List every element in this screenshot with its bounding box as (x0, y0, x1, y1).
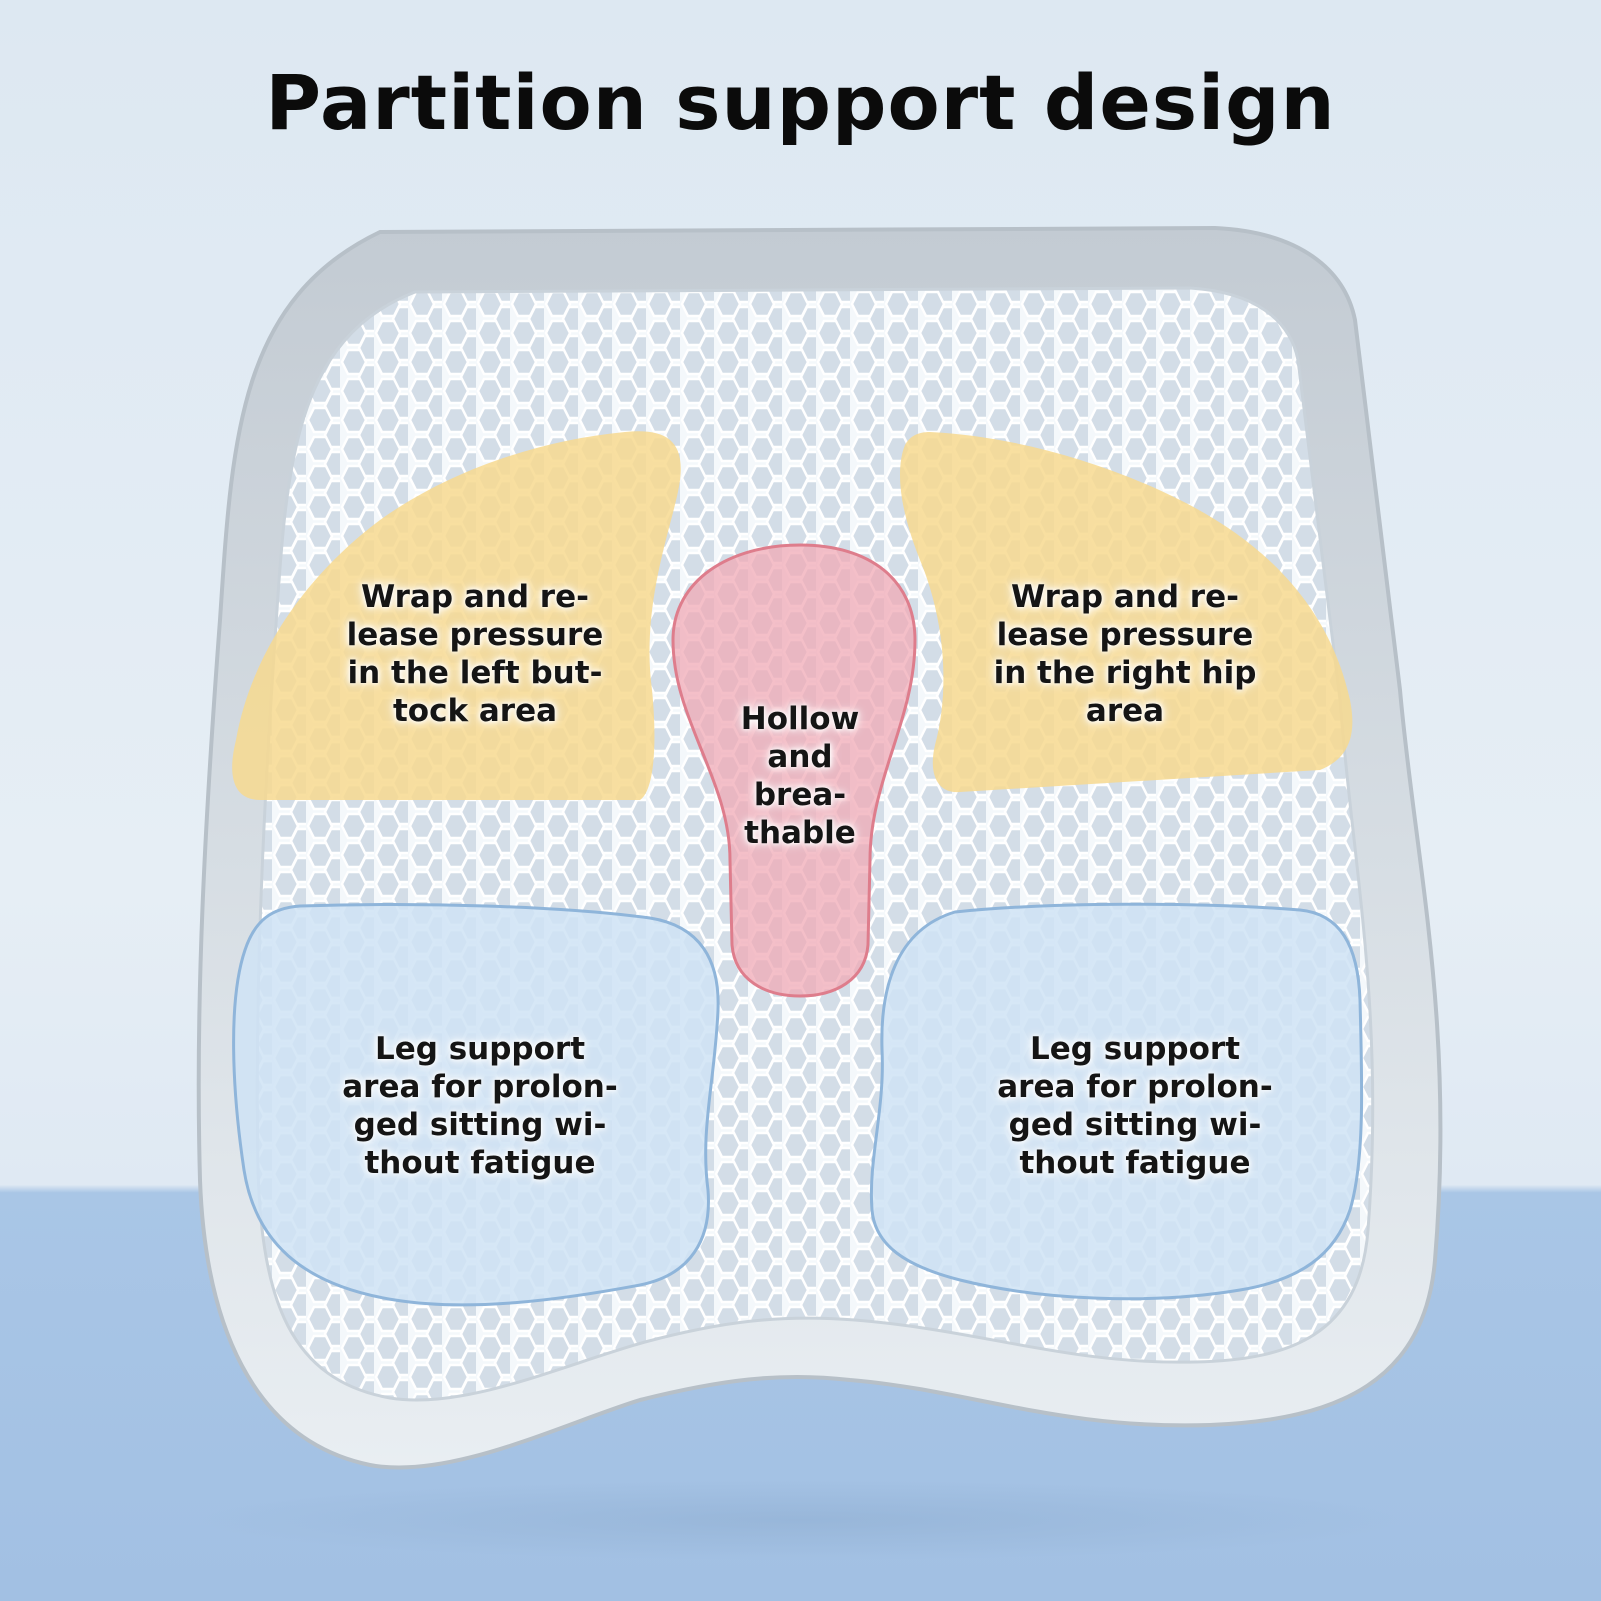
left-leg-support-label: Leg support area for prolon- ged sitting… (342, 1031, 618, 1181)
page-title: Partition support design (265, 58, 1336, 147)
right-hip-label: Wrap and re- lease pressure in the right… (993, 579, 1257, 729)
center-hollow-label: Hollow and brea- thable (740, 701, 860, 851)
right-leg-support-label: Leg support area for prolon- ged sitting… (997, 1031, 1273, 1181)
right-leg-zone (869, 902, 1364, 1301)
left-buttock-zone (232, 431, 681, 800)
right-hip-zone (900, 432, 1353, 793)
left-buttock-label: Wrap and re- lease pressure in the left … (346, 579, 604, 729)
cushion-shadow (200, 1480, 1400, 1560)
left-leg-zone (232, 903, 720, 1307)
center-hollow-zone (671, 543, 917, 998)
